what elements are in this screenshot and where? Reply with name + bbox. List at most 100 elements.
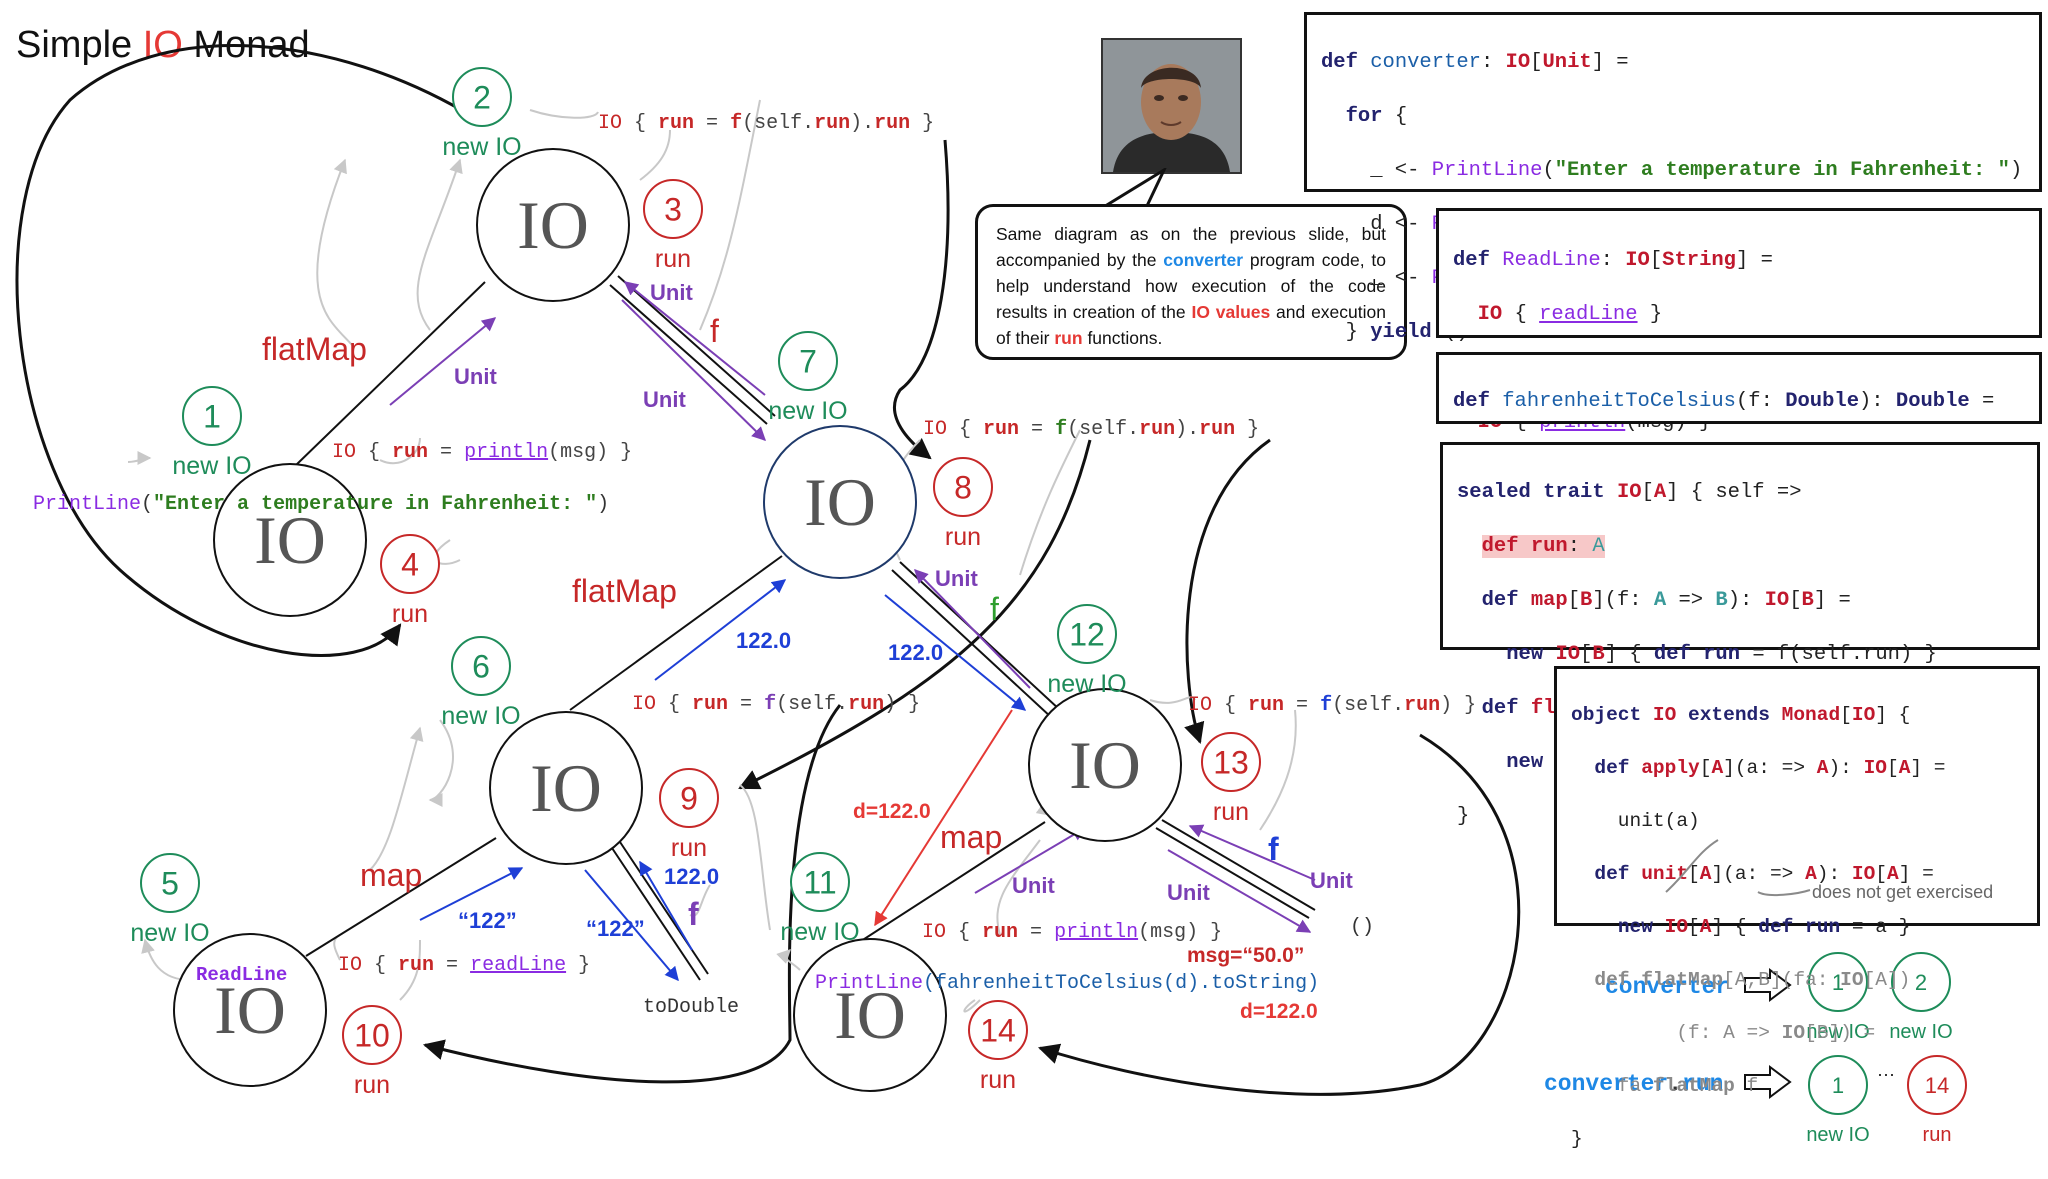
d-value-arrow bbox=[874, 709, 1013, 927]
unit-labels: Unit Unit Unit Unit Unit Unit Unit bbox=[454, 280, 1353, 905]
value-label: 122.0 bbox=[888, 640, 943, 665]
edge-2-7b bbox=[609, 284, 768, 425]
gray-arrow bbox=[379, 437, 421, 465]
io-def-12: IO { run = f(self.run) } bbox=[1188, 694, 1476, 717]
code-line: new IO[B] { def run = f(self.run) } bbox=[1506, 643, 1937, 666]
flow-arrow-3 bbox=[738, 439, 1092, 790]
presenter-portrait-image bbox=[1103, 40, 1240, 172]
unit-arrow bbox=[974, 827, 1087, 894]
step-caption: new IO bbox=[441, 702, 520, 730]
step-caption: run bbox=[671, 834, 707, 862]
value-arrows bbox=[419, 579, 1027, 982]
edge-5-6 bbox=[305, 837, 497, 957]
gray-arrow bbox=[316, 158, 353, 346]
step-caption: run bbox=[354, 1071, 390, 1099]
code-readline-printline: def ReadLine: IO[String] = IO { readLine… bbox=[1436, 208, 2042, 434]
step-caption: run bbox=[1213, 798, 1249, 826]
gray-arrow bbox=[996, 839, 1041, 936]
io-edges bbox=[294, 275, 1316, 981]
step-number: 2 bbox=[1915, 970, 1927, 995]
value-arrow bbox=[584, 869, 679, 982]
io-def-1: IO { run = println(msg) } bbox=[332, 441, 632, 464]
gray-arrow bbox=[399, 939, 421, 1001]
step-number: 14 bbox=[1925, 1073, 1949, 1098]
code-line: def flatMap[A,B](fa: IO[A]) bbox=[1594, 968, 1911, 991]
code-line: (f: A => IO[B]) = bbox=[1571, 1021, 1876, 1044]
io-circle-12: IO bbox=[1028, 688, 1182, 842]
f-label: f bbox=[990, 591, 999, 627]
gray-arrow bbox=[127, 451, 152, 466]
step-caption: new IO bbox=[780, 918, 859, 946]
code-line: } bbox=[1571, 1127, 1583, 1150]
step-caption: new IO bbox=[1806, 1124, 1869, 1146]
step-number: 1 bbox=[1832, 970, 1844, 995]
msg-value-label: msg=“50.0” bbox=[1187, 944, 1304, 967]
value-label: 122.0 bbox=[664, 864, 719, 889]
io-def-5: IO { run = readLine } bbox=[338, 954, 590, 977]
value-arrow bbox=[884, 594, 1027, 711]
code-sealed-trait-io: sealed trait IO[A] { self => def run: A … bbox=[1440, 442, 2040, 828]
gray-arrow bbox=[428, 719, 454, 807]
flow-arrow-6 bbox=[1037, 733, 1521, 1096]
svg-text:IO: IO bbox=[254, 502, 326, 578]
explanation-callout: Same diagram as on the previous slide, b… bbox=[975, 204, 1407, 360]
step-number: 7 bbox=[799, 344, 817, 380]
gray-arrow bbox=[776, 949, 801, 971]
io-circle-1: IO bbox=[213, 463, 367, 617]
code-line: def run: A bbox=[1481, 535, 1605, 558]
code-line: def unit[A](a: => A): IO[A] = bbox=[1594, 862, 1934, 885]
code-object-io: object IO extends Monad[IO] { def apply[… bbox=[1554, 666, 2040, 1150]
gray-arrow bbox=[963, 999, 981, 1013]
svg-text:IO: IO bbox=[1069, 727, 1141, 803]
step-caption: run bbox=[945, 523, 981, 551]
edge-12-unit bbox=[1161, 819, 1316, 911]
readline-call: ReadLine bbox=[196, 964, 287, 986]
gray-arrow bbox=[699, 99, 761, 331]
flow-arrow-2 bbox=[892, 139, 950, 460]
gray-arrow bbox=[639, 129, 671, 181]
io-circle-7: IO bbox=[763, 425, 917, 579]
unit-arrow bbox=[389, 317, 497, 406]
map-label: map bbox=[940, 819, 1002, 855]
code-line: } bbox=[1457, 805, 1470, 828]
value-labels: 122.0 122.0 122.0 “122” “122” bbox=[458, 628, 943, 941]
edge-6-tod bbox=[611, 847, 701, 981]
legend-ellipsis: ··· bbox=[1877, 1064, 1895, 1084]
unit-arrows bbox=[389, 281, 1316, 933]
io-monad-diagram: IO IO IO IO IO IO IO IO { run = f(self.r… bbox=[15, 44, 1967, 1146]
unit-arrow bbox=[623, 281, 766, 396]
code-line: unit(a) bbox=[1571, 809, 1700, 832]
code-line: IO { readLine } bbox=[1477, 303, 1663, 326]
step-number: 5 bbox=[161, 866, 179, 902]
unit-label: Unit bbox=[454, 364, 497, 389]
unit-arrow bbox=[1188, 824, 1316, 881]
flow-arrow-4 bbox=[1184, 438, 1271, 744]
unit-arrow bbox=[1167, 849, 1312, 933]
code-converter: def converter: IO[Unit] = for { _ <- Pri… bbox=[1304, 12, 2042, 344]
step-node-11: 11 new IO bbox=[780, 852, 860, 946]
legend-converter: converter bbox=[1605, 974, 1729, 1000]
gray-arrow bbox=[739, 784, 771, 931]
gray-arrow bbox=[369, 726, 424, 871]
io-run-definitions: IO { run = f(self.run).run } IO { run = … bbox=[332, 112, 1476, 977]
step-number: 11 bbox=[803, 865, 836, 901]
flow-arrows bbox=[15, 44, 1521, 1096]
code-line: def converter: IO[Unit] = bbox=[1321, 51, 1629, 74]
value-arrow bbox=[419, 867, 524, 921]
code-line: _ <- PrintLine("Enter a temperature in F… bbox=[1321, 159, 2023, 182]
io-circle-11: IO bbox=[793, 938, 947, 1092]
legend-arrow-icon bbox=[1744, 968, 1792, 1002]
io-def-2: IO { run = f(self.run).run } bbox=[598, 112, 934, 135]
d-value-label: d=122.0 bbox=[1240, 1000, 1318, 1023]
